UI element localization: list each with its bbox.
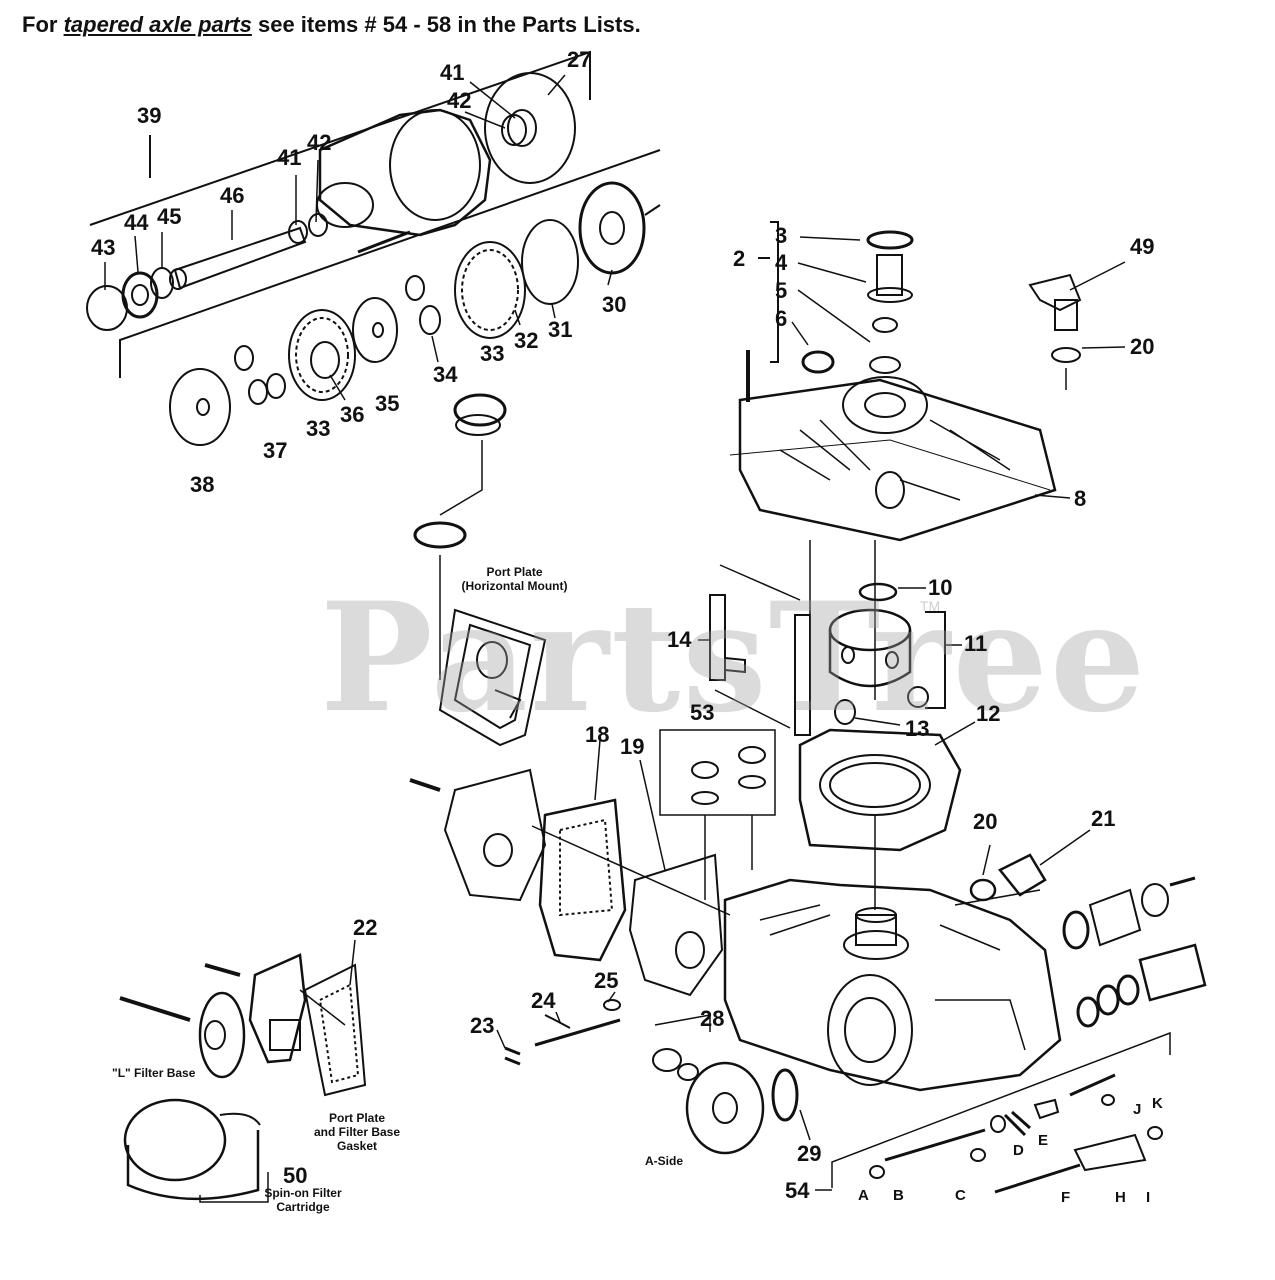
callout-21[interactable]: 21 [1091, 806, 1116, 831]
callout-33[interactable]: 33 [480, 341, 505, 366]
page-header: For tapered axle parts see items # 54 - … [22, 12, 641, 38]
callout-i[interactable]: I [1146, 1189, 1151, 1206]
center-pump-parts [659, 540, 976, 910]
callout-a[interactable]: A [858, 1187, 869, 1204]
callout-42-lower[interactable]: 42 [307, 130, 332, 155]
callout-53[interactable]: 53 [690, 700, 715, 725]
callout-28[interactable]: 28 [700, 1006, 725, 1031]
header-suffix: see items # 54 - 58 in the Parts Lists. [251, 12, 641, 37]
callout-4[interactable]: 4 [775, 250, 788, 275]
callout-b[interactable]: B [893, 1187, 904, 1204]
callout-23[interactable]: 23 [470, 1013, 495, 1038]
callout-19[interactable]: 19 [620, 734, 645, 759]
callout-3[interactable]: 3 [775, 223, 788, 248]
callout-44[interactable]: 44 [124, 210, 149, 235]
callout-41-lower[interactable]: 41 [277, 145, 302, 170]
callout-20[interactable]: 20 [1130, 334, 1155, 359]
callout-13[interactable]: 13 [905, 716, 930, 741]
callout-j[interactable]: J [1133, 1101, 1142, 1118]
leader-lines-upper [104, 74, 613, 401]
caption-port-plate-horizontal: Port Plate (Horizontal Mount) [452, 565, 577, 594]
callout-43[interactable]: 43 [91, 235, 116, 260]
callout-6[interactable]: 6 [775, 306, 788, 331]
callout-41[interactable]: 41 [440, 60, 465, 85]
watermark: PartsTree [320, 570, 1148, 746]
tapered-axle-parts-link[interactable]: tapered axle parts [63, 12, 252, 37]
callout-46[interactable]: 46 [220, 183, 245, 208]
control-linkage [496, 991, 1171, 1194]
callout-54[interactable]: 54 [785, 1178, 810, 1203]
callout-e[interactable]: E [1038, 1132, 1049, 1149]
main-housing-assembly [409, 739, 1207, 1092]
callout-32[interactable]: 32 [514, 328, 539, 353]
callout-10[interactable]: 10 [928, 575, 953, 600]
callout-8[interactable]: 8 [1074, 486, 1087, 511]
callout-25[interactable]: 25 [594, 968, 619, 993]
callout-22[interactable]: 22 [353, 915, 378, 940]
callout-33-lower[interactable]: 33 [306, 416, 331, 441]
callout-35[interactable]: 35 [375, 391, 400, 416]
callout-14[interactable]: 14 [667, 627, 692, 652]
callout-38[interactable]: 38 [190, 472, 215, 497]
caption-port-plate-line1: Port Plate [486, 565, 543, 579]
callout-27[interactable]: 27 [567, 47, 592, 72]
caption-gasket-line2: and Filter Base [313, 1124, 401, 1139]
caption-l-filter-base: "L" Filter Base [112, 1066, 196, 1080]
callout-11[interactable]: 11 [964, 631, 988, 656]
caption-a-side: A-Side [645, 1154, 684, 1168]
callout-h[interactable]: H [1115, 1189, 1126, 1206]
callout-c[interactable]: C [955, 1187, 966, 1204]
callout-49[interactable]: 49 [1130, 234, 1155, 259]
caption-spin-on-filter: Spin-on Filter Cartridge [248, 1186, 358, 1215]
caption-gasket-line3: Gasket [336, 1138, 378, 1153]
callout-d[interactable]: D [1013, 1142, 1024, 1159]
callout-2[interactable]: 2 [733, 246, 746, 271]
caption-port-plate-line2: (Horizontal Mount) [461, 578, 568, 593]
callout-37[interactable]: 37 [263, 438, 288, 463]
callout-31[interactable]: 31 [548, 317, 573, 342]
callout-f[interactable]: F [1061, 1189, 1071, 1206]
callout-50[interactable]: 50 [283, 1163, 308, 1188]
caption-spin-line1: Spin-on Filter [264, 1186, 342, 1200]
filler-cap [413, 393, 507, 680]
callout-30[interactable]: 30 [602, 292, 627, 317]
callout-k[interactable]: K [1152, 1095, 1163, 1112]
caption-gasket-line1: Port Plate [328, 1111, 385, 1125]
filter-base-assembly [119, 939, 367, 1203]
top-cover-assembly [729, 221, 1126, 542]
watermark-trademark: TM [920, 598, 941, 614]
callout-34[interactable]: 34 [433, 362, 458, 387]
callout-20-lower[interactable]: 20 [973, 809, 998, 834]
callout-5[interactable]: 5 [775, 278, 788, 303]
callout-45[interactable]: 45 [157, 204, 182, 229]
callout-36[interactable]: 36 [340, 402, 365, 427]
callout-18[interactable]: 18 [585, 722, 610, 747]
callout-12[interactable]: 12 [976, 701, 1001, 726]
port-plate-horizontal [438, 608, 547, 747]
axle-housing-assembly [86, 50, 661, 446]
caption-gasket: Port Plate and Filter Base Gasket [297, 1111, 417, 1153]
callout-39[interactable]: 39 [137, 103, 162, 128]
callout-29[interactable]: 29 [797, 1141, 822, 1166]
caption-spin-line2: Cartridge [276, 1199, 330, 1214]
callout-42[interactable]: 42 [447, 88, 472, 113]
header-prefix: For [22, 12, 64, 37]
callout-24[interactable]: 24 [531, 988, 556, 1013]
